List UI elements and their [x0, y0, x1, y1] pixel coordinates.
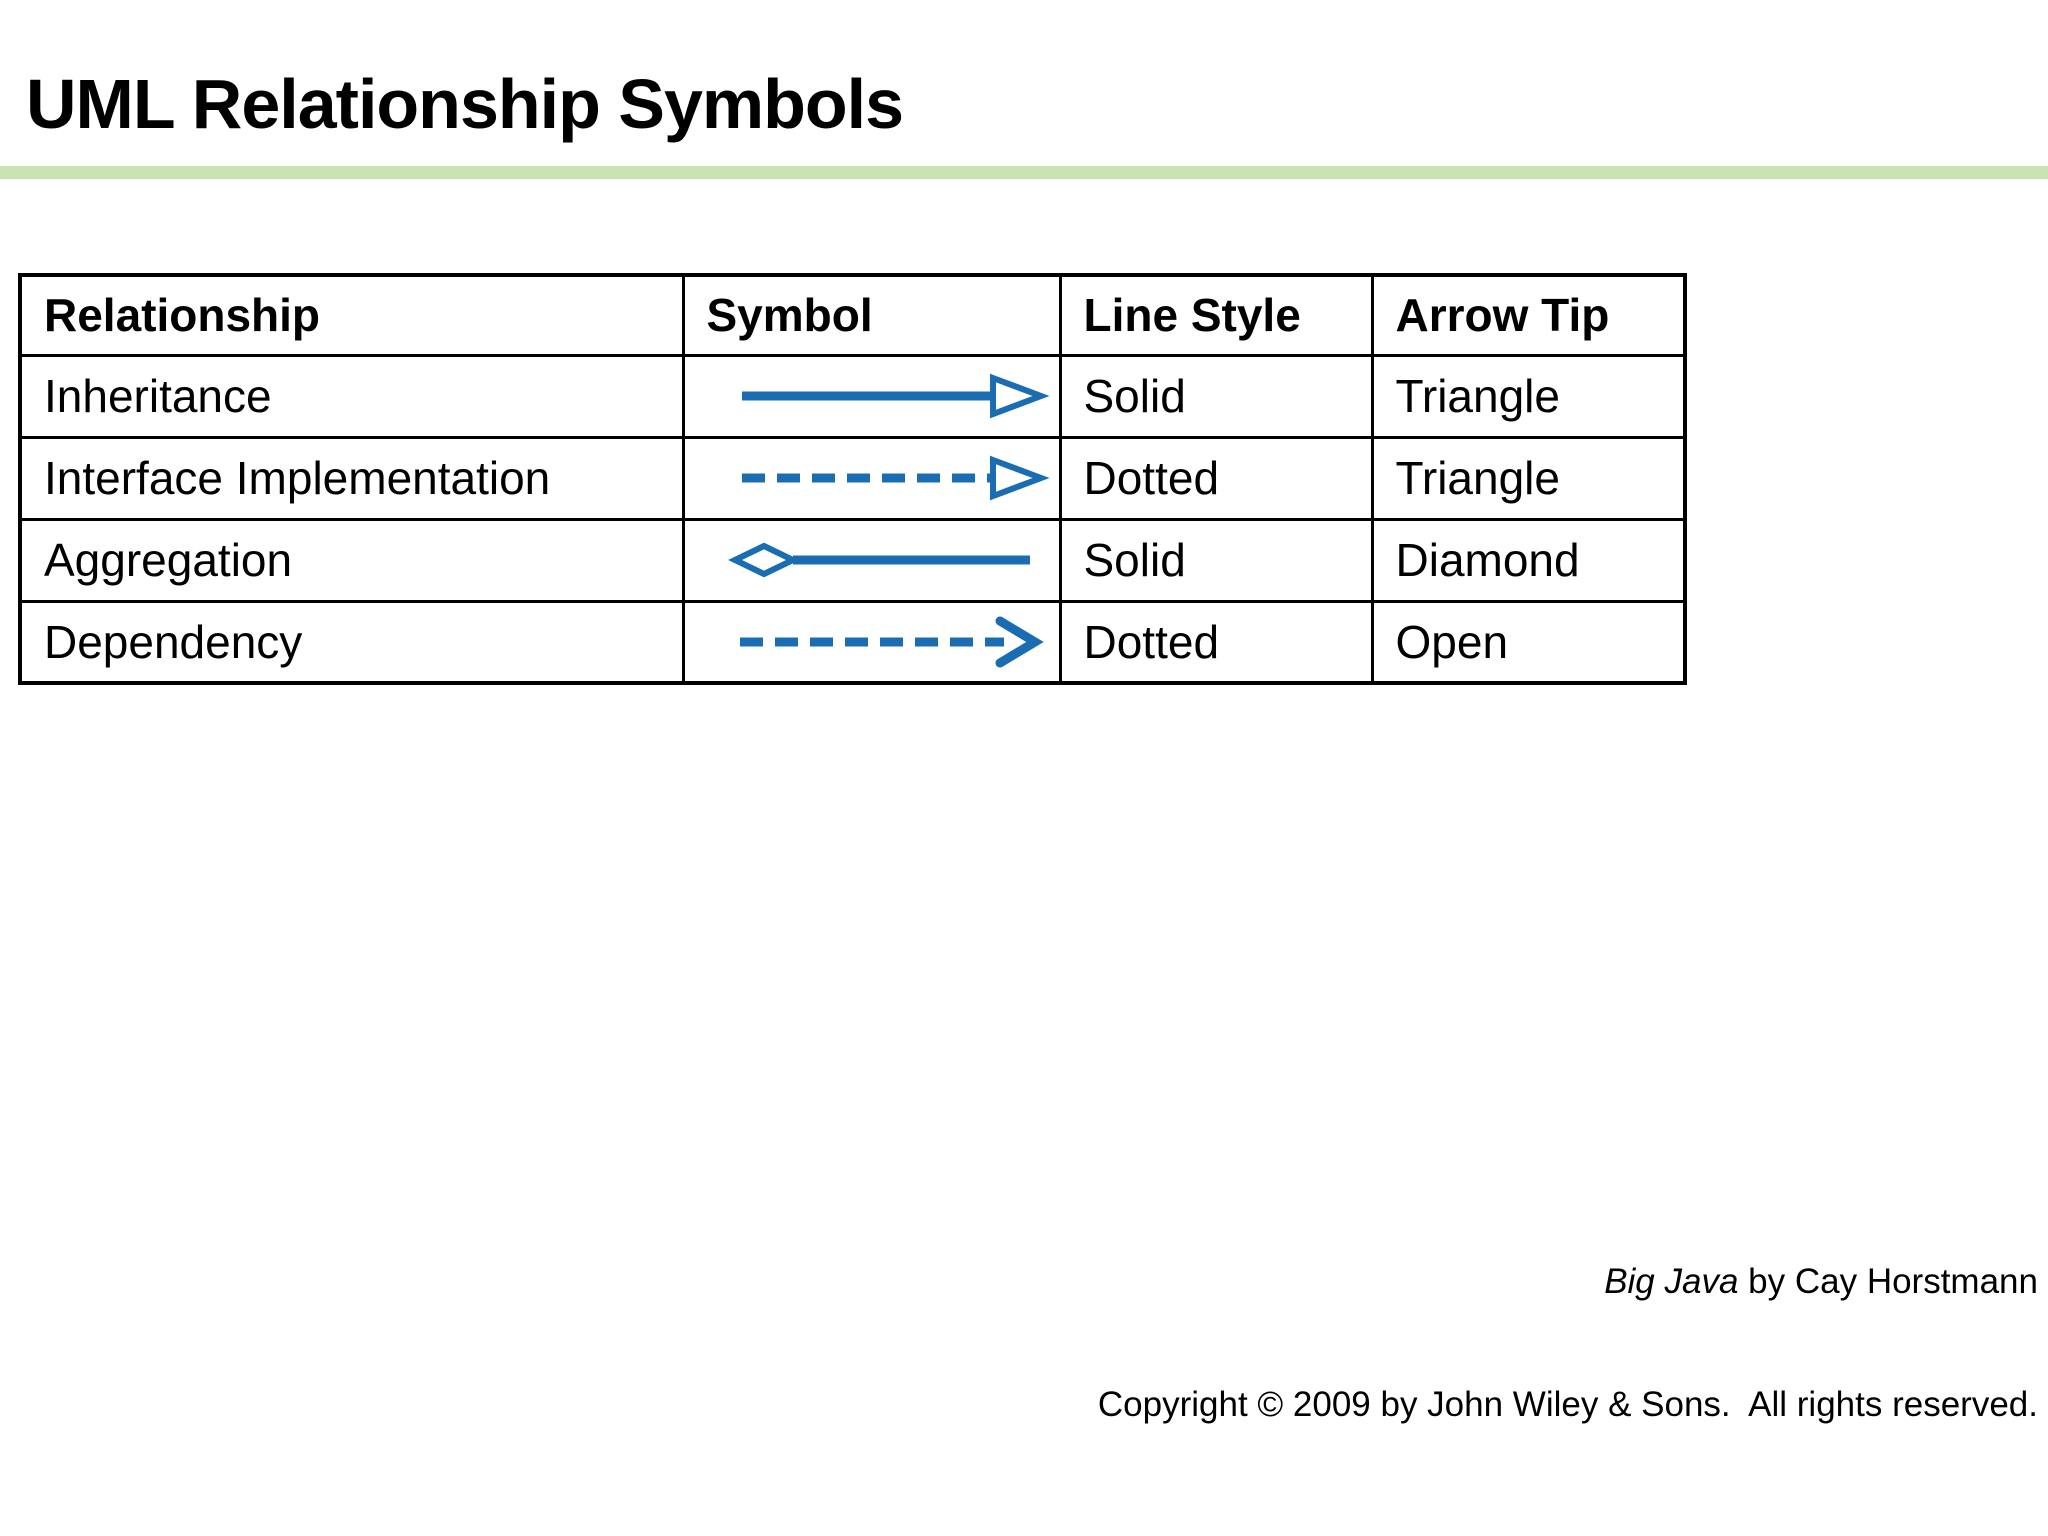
book-byline: by Cay Horstmann	[1738, 1262, 2038, 1302]
dependency-dotted-open-arrow-icon	[739, 616, 1044, 668]
table-row: Inheritance Solid Triangle	[18, 353, 1687, 439]
line-style-cell: Dotted	[1058, 435, 1374, 521]
symbol-cell	[681, 599, 1062, 685]
relationship-cell: Aggregation	[18, 517, 685, 603]
symbol-cell	[681, 353, 1062, 439]
arrow-tip-cell: Triangle	[1370, 435, 1687, 521]
symbol-cell	[681, 435, 1062, 521]
column-header-symbol: Symbol	[681, 273, 1062, 357]
uml-relationship-table-container: Relationship Symbol Line Style Arrow Tip…	[18, 273, 1687, 685]
footer-book-line: Big Java by Cay Horstmann	[1098, 1262, 2038, 1303]
page-title: UML Relationship Symbols	[26, 65, 904, 143]
relationship-cell: Inheritance	[18, 353, 685, 439]
column-header-arrow-tip: Arrow Tip	[1370, 273, 1687, 357]
interface-implementation-dotted-triangle-arrow-icon	[741, 455, 1050, 501]
column-header-relationship: Relationship	[18, 273, 685, 357]
relationship-cell: Interface Implementation	[18, 435, 685, 521]
book-title: Big Java	[1604, 1262, 1739, 1302]
footer-attribution: Big Java by Cay Horstmann Copyright © 20…	[1098, 1181, 2038, 1509]
table-row: Aggregation Solid Diamond	[18, 517, 1687, 603]
table-header-row: Relationship Symbol Line Style Arrow Tip	[18, 273, 1687, 357]
relationship-cell: Dependency	[18, 599, 685, 685]
line-style-cell: Dotted	[1058, 599, 1374, 685]
arrow-tip-cell: Triangle	[1370, 353, 1687, 439]
table-row: Dependency Dotted Open	[18, 599, 1687, 685]
copyright-text: Copyright © 2009 by John Wiley & Sons. A…	[1097, 1385, 2038, 1425]
line-style-cell: Solid	[1058, 517, 1374, 603]
line-style-cell: Solid	[1058, 353, 1374, 439]
title-rule-bar	[0, 166, 2048, 179]
aggregation-diamond-line-icon	[727, 542, 1030, 578]
arrow-tip-cell: Open	[1370, 599, 1687, 685]
arrow-tip-cell: Diamond	[1370, 517, 1687, 603]
column-header-line-style: Line Style	[1058, 273, 1374, 357]
table-row: Interface Implementation Dotted Triangle	[18, 435, 1687, 521]
inheritance-solid-triangle-arrow-icon	[741, 373, 1050, 419]
symbol-cell	[681, 517, 1062, 603]
uml-relationship-table: Relationship Symbol Line Style Arrow Tip…	[18, 273, 1687, 685]
